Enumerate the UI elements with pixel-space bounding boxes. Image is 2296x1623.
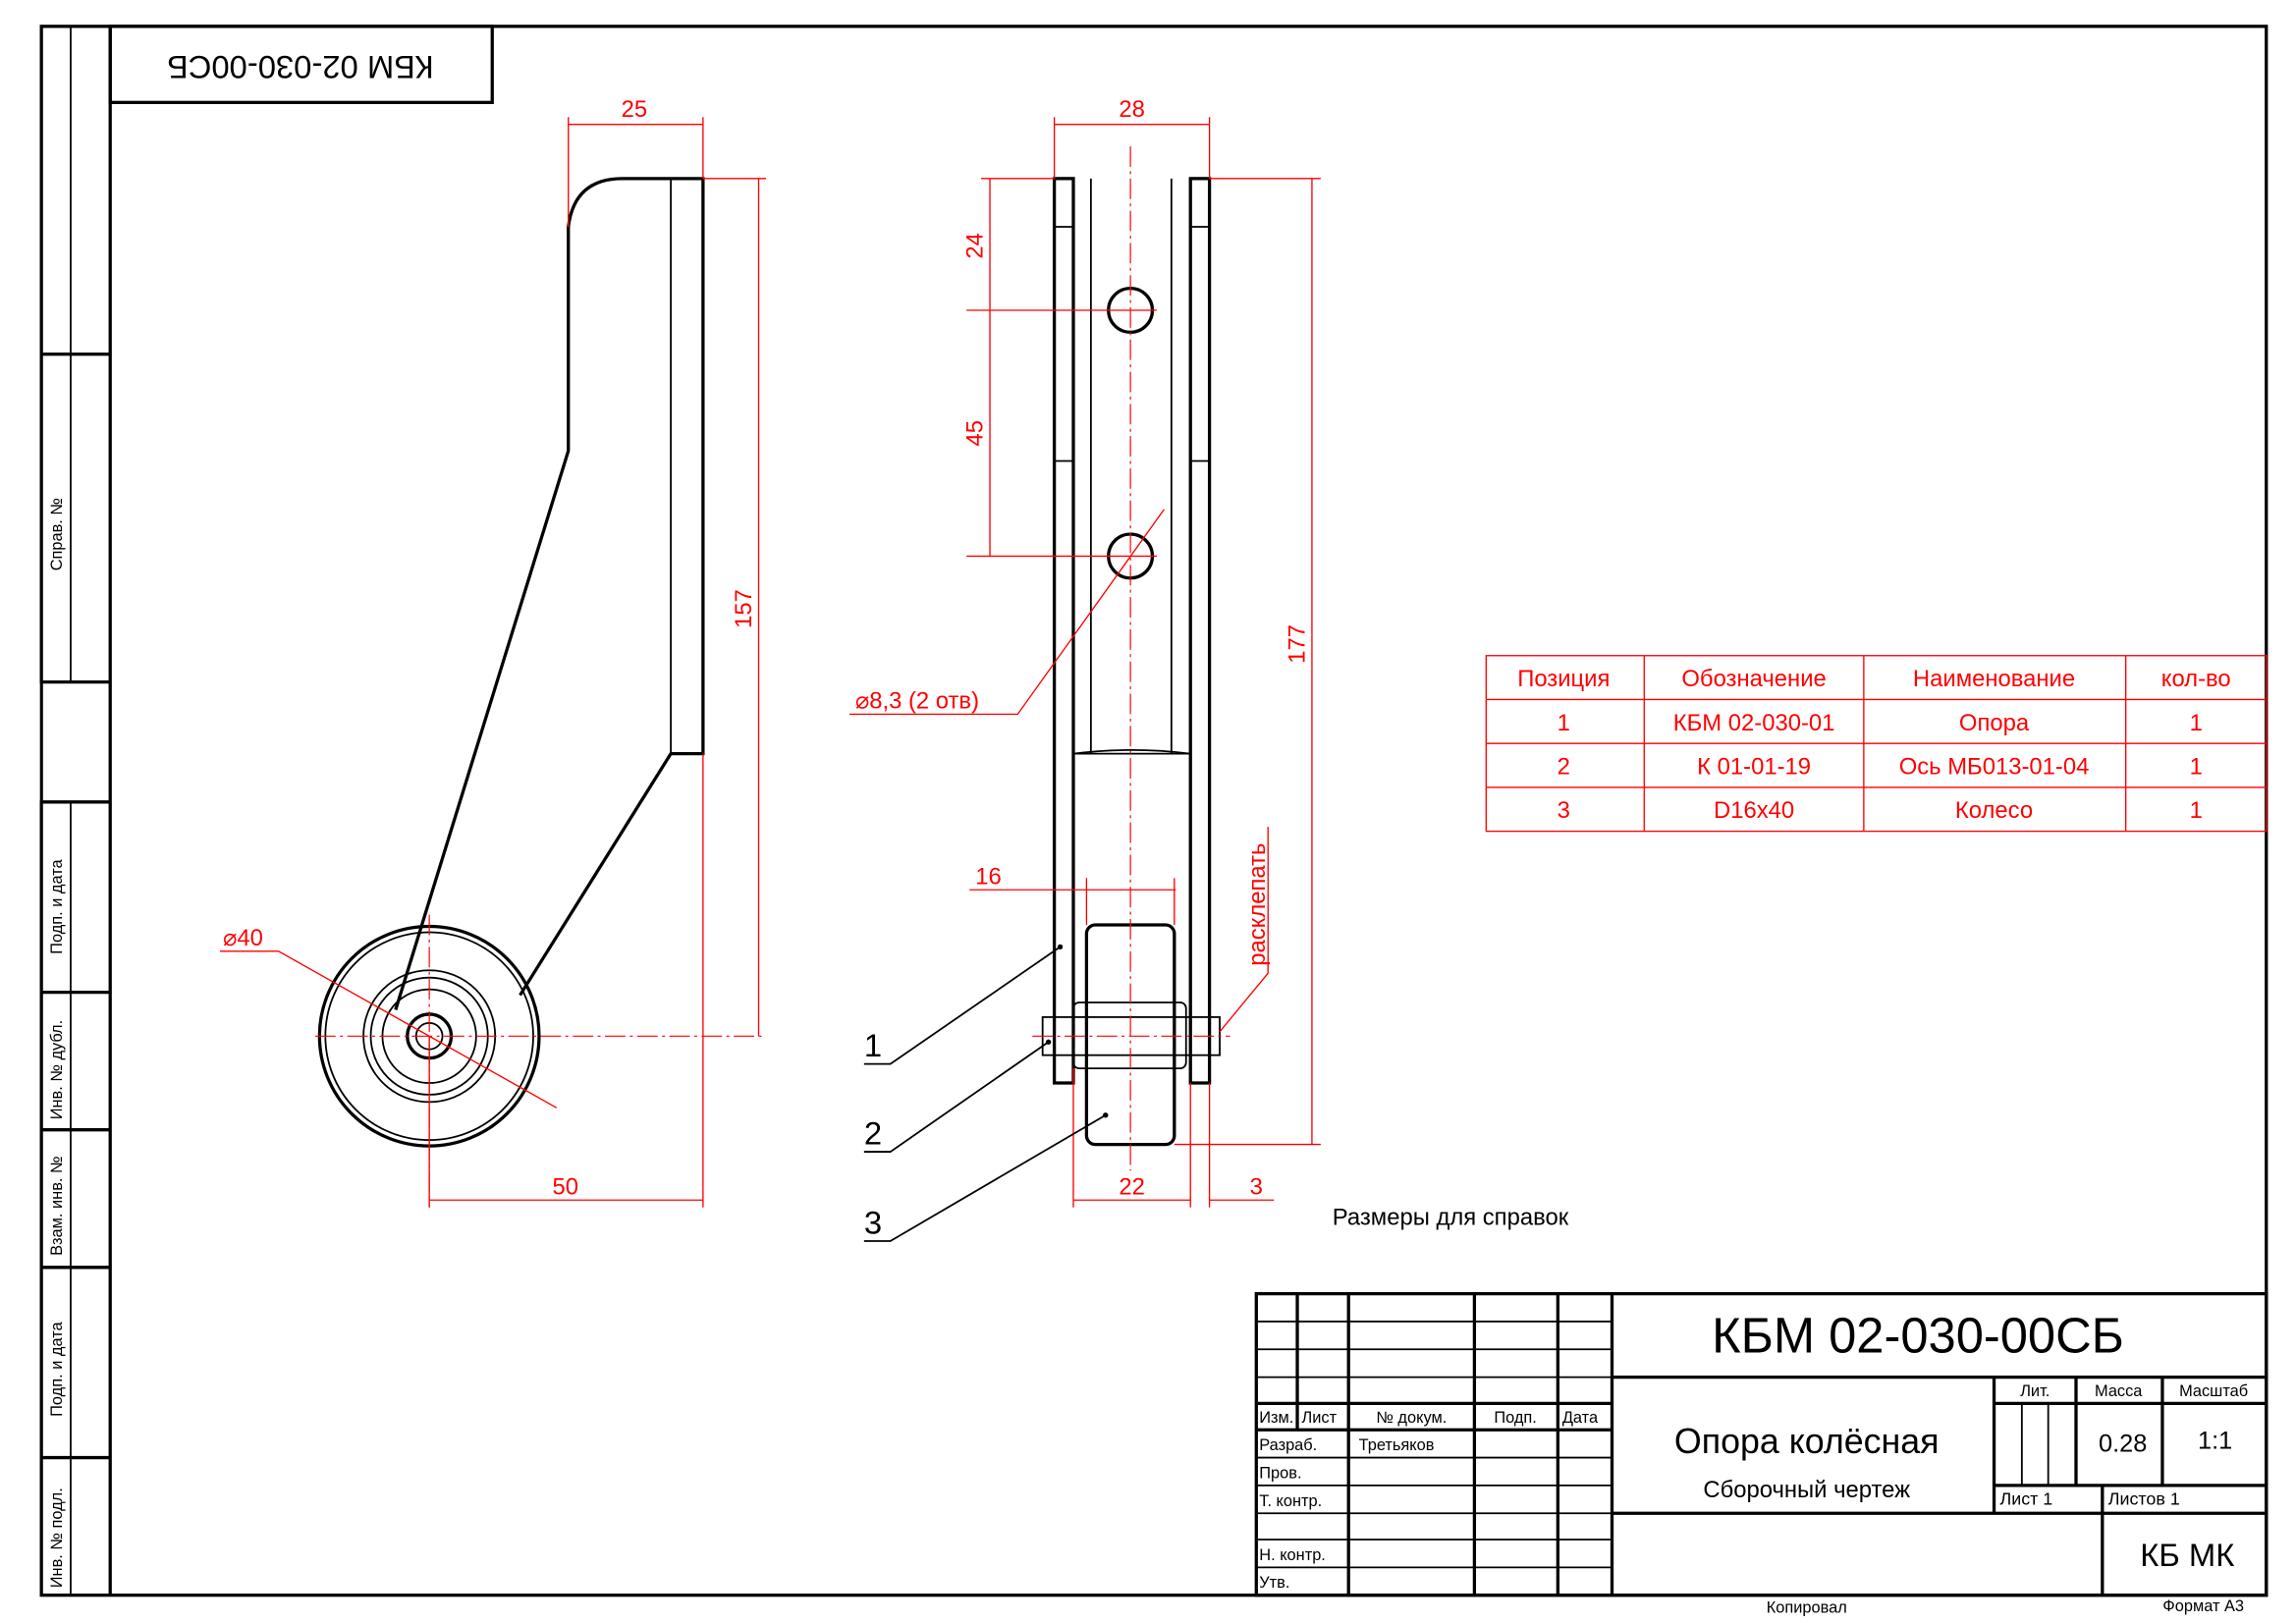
callout-1: 1 [864,1027,882,1063]
table-cell: Колесо [1955,797,2033,824]
side-label-sign-date: Подп. и дата [48,858,66,953]
scale-label: Масштаб [2179,1382,2248,1400]
footer-format: Формат А3 [2162,1597,2244,1615]
table-cell: Опора [1959,710,2030,736]
table-cell: 1 [2190,710,2203,736]
role-tech-control: Т. контр. [1259,1492,1322,1510]
bracket-left-edge [394,227,571,1010]
reference-note: Размеры для справок [1333,1205,1569,1231]
dim-hole-offset: 24 [962,233,989,259]
table-cell: 1 [2190,753,2203,780]
front-view: 25 157 50 ⌀40 [220,96,766,1208]
role-checked: Пров. [1259,1464,1301,1482]
table-cell: D16x40 [1714,797,1794,824]
corner-stamp-text: КБМ 02-030-00СБ [167,49,434,85]
rivet-note: расклепать [1244,843,1271,966]
organization: КБ МК [2140,1537,2234,1573]
side-label-dup-inv: Инв. № дубл. [48,1020,66,1119]
hdr-list: Лист [1302,1409,1338,1427]
dim-front-width: 25 [622,96,648,123]
hdr-sign: Подп. [1494,1409,1537,1427]
table-cell: 1 [2190,797,2203,824]
dim-hole-spacing: 45 [962,420,989,447]
developer-name: Третьяков [1359,1436,1435,1454]
title-block: Изм. Лист № докум. Подп. Дата Разраб. Тр… [1254,1291,2269,1597]
hdr-doc-no: № докум. [1376,1409,1447,1427]
corner-stamp: КБМ 02-030-00СБ [108,25,494,104]
role-developer: Разраб. [1259,1436,1317,1454]
table-header-name: Наименование [1913,666,2075,692]
lit-label: Лит. [2020,1382,2050,1400]
dim-hole-note: ⌀8,3 (2 отв) [855,687,979,714]
dim-axle-protrusion: 3 [1250,1173,1263,1200]
footer-copied: Копировал [1767,1599,1847,1617]
table-header-qty: кол-во [2161,666,2231,692]
table-cell: 2 [1558,753,1570,780]
title-doc-type: Сборочный чертеж [1703,1477,1910,1503]
dim-wheel-diameter: ⌀40 [223,925,263,951]
sheet-frame [0,25,2269,1597]
role-norm-control: Н. контр. [1259,1546,1326,1564]
side-label-ref: Справ. № [48,498,66,571]
table-header-position: Позиция [1517,666,1610,692]
dim-front-height: 157 [731,589,757,628]
dim-inner-width: 16 [975,863,1002,890]
side-label-orig-inv: Инв. № подл. [48,1488,66,1588]
side-labels: Справ. № Подп. и дата Инв. № дубл. Взам.… [48,498,66,1589]
table-cell: К 01-01-19 [1697,753,1811,780]
side-view: 28 24 45 177 ⌀8,3 (2 отв) 16 22 3 раскле… [848,96,1321,1208]
bracket-outline [519,177,705,997]
sheet-count: Листов 1 [2108,1488,2180,1508]
hdr-izm: Изм. [1259,1409,1293,1427]
table-cell: Ось МБ013-01-04 [1899,753,2090,780]
dim-front-offset: 50 [553,1173,579,1200]
side-label-repl-inv: Взам. инв. № [48,1156,66,1256]
table-header-designation: Обозначение [1681,666,1826,692]
callouts: 1 2 3 [864,944,1109,1242]
dim-side-width: 28 [1119,96,1145,123]
sheet-number: Лист 1 [1999,1488,2052,1508]
parts-table: Позиция Обозначение Наименование кол-во … [1485,655,2268,833]
mass-value: 0.28 [2099,1431,2147,1458]
wheel-hub [1072,1001,1187,1069]
title-designation: КБМ 02-030-00СБ [1712,1307,2124,1363]
side-label-sign-date-2: Подп. и дата [48,1321,66,1416]
callout-2: 2 [864,1115,882,1152]
table-cell: КБМ 02-030-01 [1673,710,1835,736]
mass-label: Масса [2095,1382,2143,1400]
table-cell: 3 [1558,797,1570,824]
title-name: Опора колёсная [1674,1422,1940,1461]
dim-side-height: 177 [1284,624,1310,664]
hdr-date: Дата [1562,1409,1599,1427]
scale-value: 1:1 [2198,1428,2232,1455]
callout-3: 3 [864,1205,882,1241]
table-cell: 1 [1558,710,1570,736]
dim-wheel-width: 22 [1119,1173,1145,1200]
role-approved: Утв. [1259,1574,1289,1592]
